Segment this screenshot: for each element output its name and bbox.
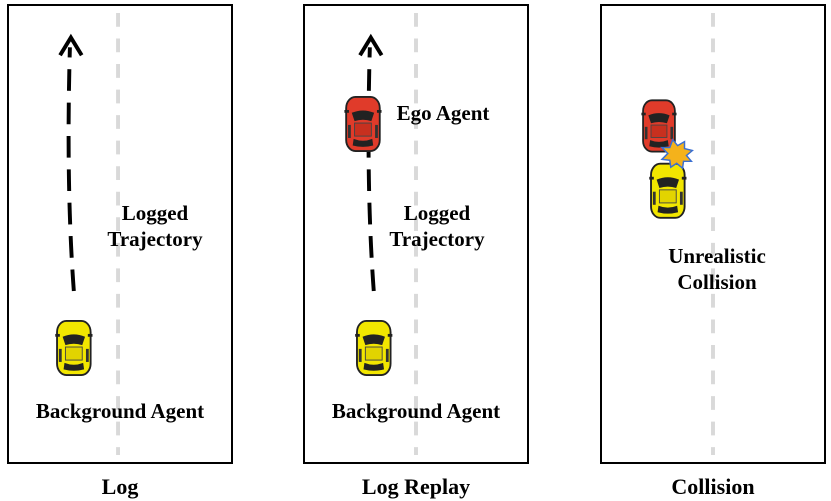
arrow-up-icon xyxy=(58,33,84,57)
lane-canvas xyxy=(55,12,120,456)
car-icon xyxy=(55,319,93,376)
collision-label-line1: Unrealistic xyxy=(668,244,766,268)
trajectory-label-line1: Logged xyxy=(403,201,471,225)
unrealistic-collision-label: Unrealistic Collision xyxy=(647,243,787,295)
caption-log: Log xyxy=(101,474,139,499)
trajectory-label-line2: Trajectory xyxy=(389,227,485,251)
trajectory-label-line1: Logged xyxy=(121,201,189,225)
panel-log-replay: Ego Agent Logged Trajectory Background A… xyxy=(303,4,529,464)
caption-log-replay: Log Replay xyxy=(361,474,471,499)
logged-trajectory-path xyxy=(366,47,376,292)
car-icon xyxy=(355,319,393,376)
background-agent-label: Background Agent xyxy=(331,399,501,423)
ego-agent-label: Ego Agent xyxy=(396,101,490,125)
trajectory-label-line2: Trajectory xyxy=(107,227,203,251)
collision-burst-icon xyxy=(660,138,694,170)
arrow-up-icon xyxy=(358,33,384,57)
panel-log: Logged Trajectory Background Agent xyxy=(7,4,233,464)
car-icon xyxy=(649,162,687,219)
car-icon xyxy=(344,95,382,153)
lane-canvas xyxy=(344,12,418,456)
background-agent-label: Background Agent xyxy=(35,399,205,423)
logged-trajectory-path xyxy=(66,47,76,292)
trajectory-label: Logged Trajectory xyxy=(95,200,215,252)
lane-canvas xyxy=(641,12,715,456)
caption-collision: Collision xyxy=(671,474,755,499)
collision-label-line2: Collision xyxy=(677,270,757,294)
panel-collision: Unrealistic Collision xyxy=(600,4,826,464)
trajectory-label: Logged Trajectory xyxy=(377,200,497,252)
